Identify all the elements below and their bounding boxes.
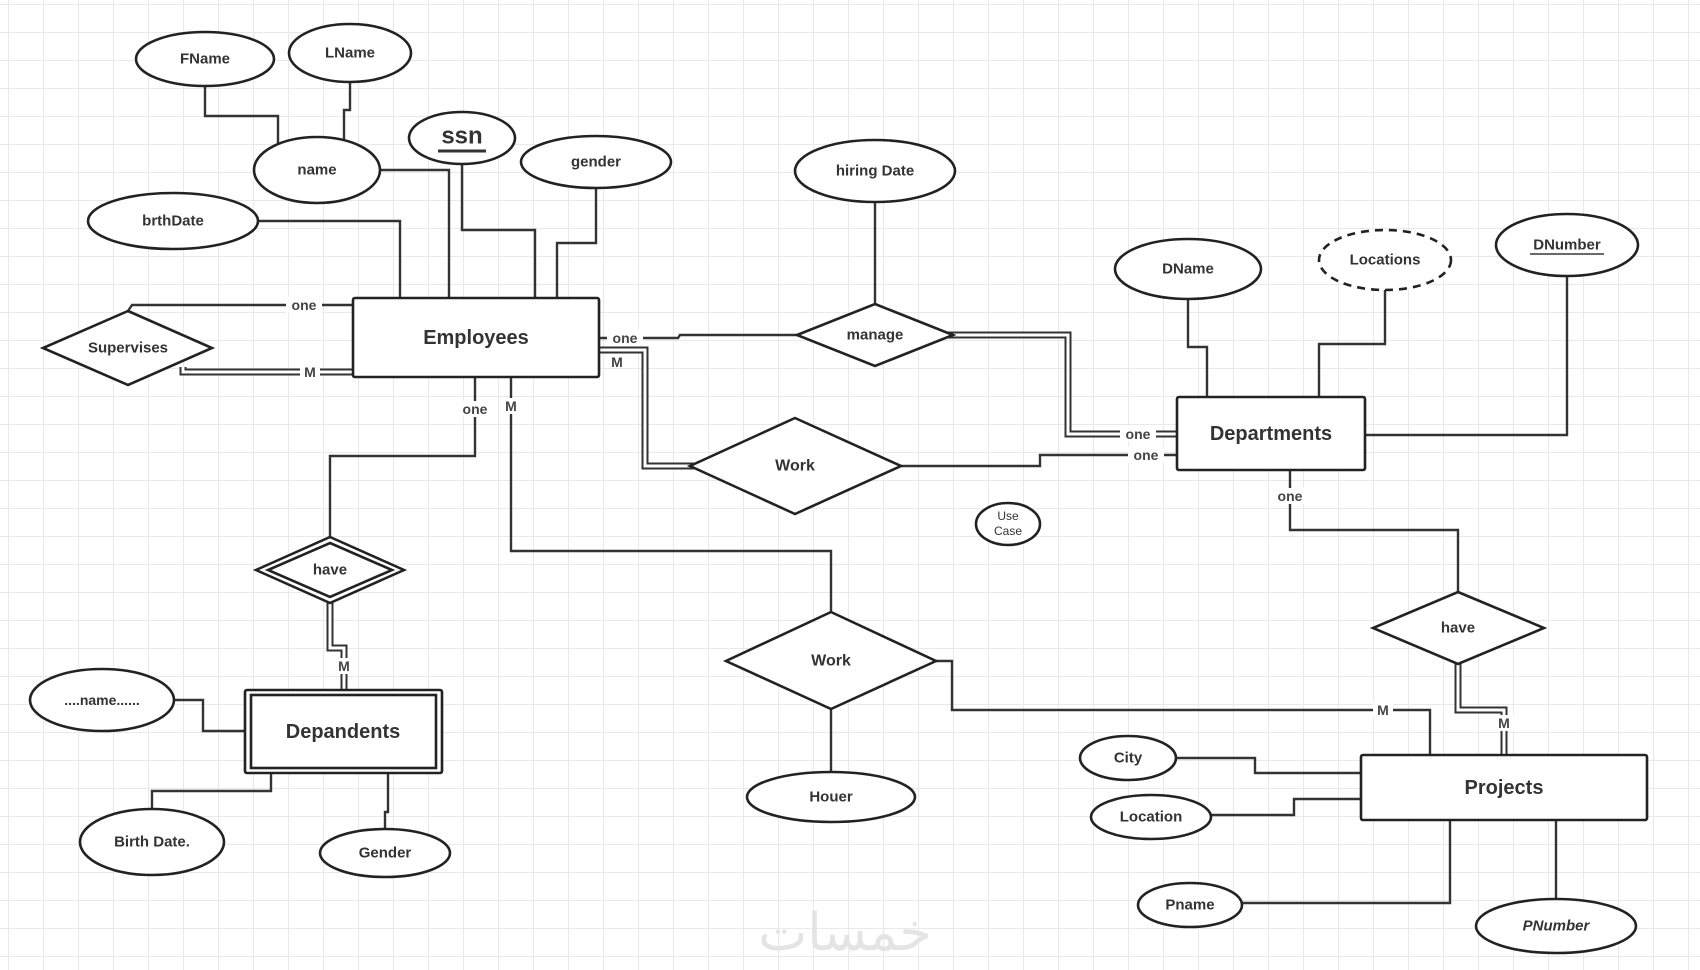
svg-text:Use: Use bbox=[997, 509, 1019, 523]
entity-dependents-weak[interactable]: Depandents bbox=[243, 688, 444, 775]
connector-fname-name bbox=[203, 86, 280, 144]
connector-name-employees bbox=[380, 168, 451, 298]
cardinality-work-department: one bbox=[1134, 447, 1159, 463]
connector-manage-departments bbox=[943, 331, 1177, 438]
entity-employees[interactable]: Employees bbox=[351, 296, 601, 379]
attr-dnumber-key[interactable]: DNumber bbox=[1494, 212, 1640, 278]
attr-location[interactable]: Location bbox=[1089, 793, 1213, 841]
connector-gender-employees bbox=[555, 188, 598, 298]
svg-text:Birth Date.: Birth Date. bbox=[114, 834, 190, 851]
svg-text:Employees: Employees bbox=[423, 327, 529, 349]
svg-text:City: City bbox=[1114, 750, 1143, 767]
connector-ssn-employees bbox=[460, 164, 537, 298]
svg-text:Pname: Pname bbox=[1165, 897, 1214, 914]
cardinality-have-dependents: M bbox=[338, 658, 350, 674]
svg-text:Departments: Departments bbox=[1210, 423, 1332, 445]
relationship-have-dependents-identifying[interactable]: have bbox=[252, 535, 408, 605]
connector-dname-departments bbox=[1186, 299, 1209, 397]
svg-text:FName: FName bbox=[180, 51, 230, 68]
svg-text:Projects: Projects bbox=[1465, 777, 1544, 799]
svg-text:PNumber: PNumber bbox=[1523, 918, 1591, 935]
svg-text:DName: DName bbox=[1162, 261, 1214, 278]
cardinality-workproj-projects: M bbox=[1377, 702, 1389, 718]
svg-text:manage: manage bbox=[847, 327, 904, 344]
attr-dependent-name[interactable]: ....name...... bbox=[28, 667, 176, 733]
svg-text:Work: Work bbox=[775, 458, 815, 475]
svg-text:Case: Case bbox=[994, 524, 1022, 538]
svg-text:gender: gender bbox=[571, 154, 621, 171]
attr-dependent-gender[interactable]: Gender bbox=[318, 827, 452, 879]
watermark-logo: خمسات bbox=[758, 903, 931, 963]
attr-hiringdate[interactable]: hiring Date bbox=[793, 138, 957, 204]
svg-text:brthDate: brthDate bbox=[142, 213, 204, 230]
attr-pname[interactable]: Pname bbox=[1136, 881, 1244, 929]
svg-text:....name......: ....name...... bbox=[64, 692, 139, 708]
attr-dname[interactable]: DName bbox=[1113, 237, 1263, 301]
entity-projects[interactable]: Projects bbox=[1359, 753, 1649, 822]
usecase-shape[interactable]: Use Case bbox=[974, 501, 1042, 547]
svg-text:hiring Date: hiring Date bbox=[836, 163, 914, 180]
connector-pname-projects bbox=[1242, 820, 1452, 905]
relationship-have-projects[interactable]: have bbox=[1369, 590, 1548, 666]
cardinality-supervises-one: one bbox=[292, 297, 317, 313]
connector-brthdate-employees bbox=[258, 219, 402, 298]
cardinality-department-have: one bbox=[1278, 488, 1303, 504]
cardinality-manage-employee: one bbox=[613, 330, 638, 346]
connector-depname-dependents bbox=[174, 698, 245, 733]
attr-lname[interactable]: LName bbox=[287, 22, 413, 84]
connector-locations-departments bbox=[1317, 290, 1387, 397]
relationship-manage[interactable]: manage bbox=[793, 302, 957, 368]
connector-birthdate-dependents bbox=[150, 773, 273, 809]
attr-gender[interactable]: gender bbox=[519, 134, 673, 190]
attr-locations-multivalued[interactable]: Locations bbox=[1317, 228, 1453, 292]
cardinality-work-employee: M bbox=[611, 354, 623, 370]
attr-fname[interactable]: FName bbox=[134, 30, 276, 88]
attr-name[interactable]: name bbox=[252, 135, 382, 205]
svg-text:Houer: Houer bbox=[809, 789, 853, 806]
attr-birthdate[interactable]: Birth Date. bbox=[78, 807, 226, 877]
attr-city[interactable]: City bbox=[1078, 734, 1178, 782]
connector-workproj-projects bbox=[936, 659, 1432, 755]
connector-supervises-one bbox=[127, 303, 353, 312]
relationship-work-department[interactable]: Work bbox=[686, 416, 905, 516]
svg-text:name: name bbox=[297, 162, 336, 179]
connector-work-departments bbox=[886, 453, 1177, 468]
entity-departments[interactable]: Departments bbox=[1175, 395, 1367, 472]
svg-text:ssn: ssn bbox=[441, 123, 482, 150]
svg-text:have: have bbox=[313, 562, 347, 579]
attr-brthdate[interactable]: brthDate bbox=[86, 191, 260, 251]
svg-text:Gender: Gender bbox=[359, 845, 412, 862]
cardinality-workproj-employee: M bbox=[505, 398, 517, 414]
connector-employees-workproj bbox=[509, 377, 833, 612]
attr-houer[interactable]: Houer bbox=[745, 770, 917, 824]
svg-text:LName: LName bbox=[325, 45, 375, 62]
cardinality-labels: one M one M one one one M M one M M bbox=[286, 297, 1514, 731]
svg-text:Locations: Locations bbox=[1350, 252, 1421, 269]
cardinality-supervises-m: M bbox=[304, 364, 316, 380]
svg-text:Supervises: Supervises bbox=[88, 340, 168, 357]
svg-text:Location: Location bbox=[1120, 809, 1183, 826]
connector-dnumber-departments bbox=[1365, 276, 1569, 437]
connector-city-projects bbox=[1176, 756, 1361, 775]
cardinality-have-employee: one bbox=[463, 401, 488, 417]
relationship-supervises[interactable]: Supervises bbox=[39, 309, 216, 387]
svg-text:have: have bbox=[1441, 620, 1475, 637]
svg-text:Work: Work bbox=[811, 653, 851, 670]
cardinality-have-projects: M bbox=[1498, 715, 1510, 731]
attr-pnumber[interactable]: PNumber bbox=[1474, 897, 1638, 955]
svg-text:Depandents: Depandents bbox=[286, 721, 400, 743]
connector-employees-have bbox=[328, 377, 477, 537]
connector-departments-have bbox=[1288, 470, 1460, 592]
relationship-work-project[interactable]: Work bbox=[722, 610, 940, 711]
attr-ssn-key[interactable]: ssn bbox=[407, 110, 517, 166]
connector-gender-dependents bbox=[383, 773, 390, 829]
connector-location-projects bbox=[1211, 797, 1361, 817]
connector-lname-name bbox=[342, 82, 352, 139]
cardinality-manage-department: one bbox=[1126, 426, 1151, 442]
svg-text:DNumber: DNumber bbox=[1533, 237, 1601, 254]
